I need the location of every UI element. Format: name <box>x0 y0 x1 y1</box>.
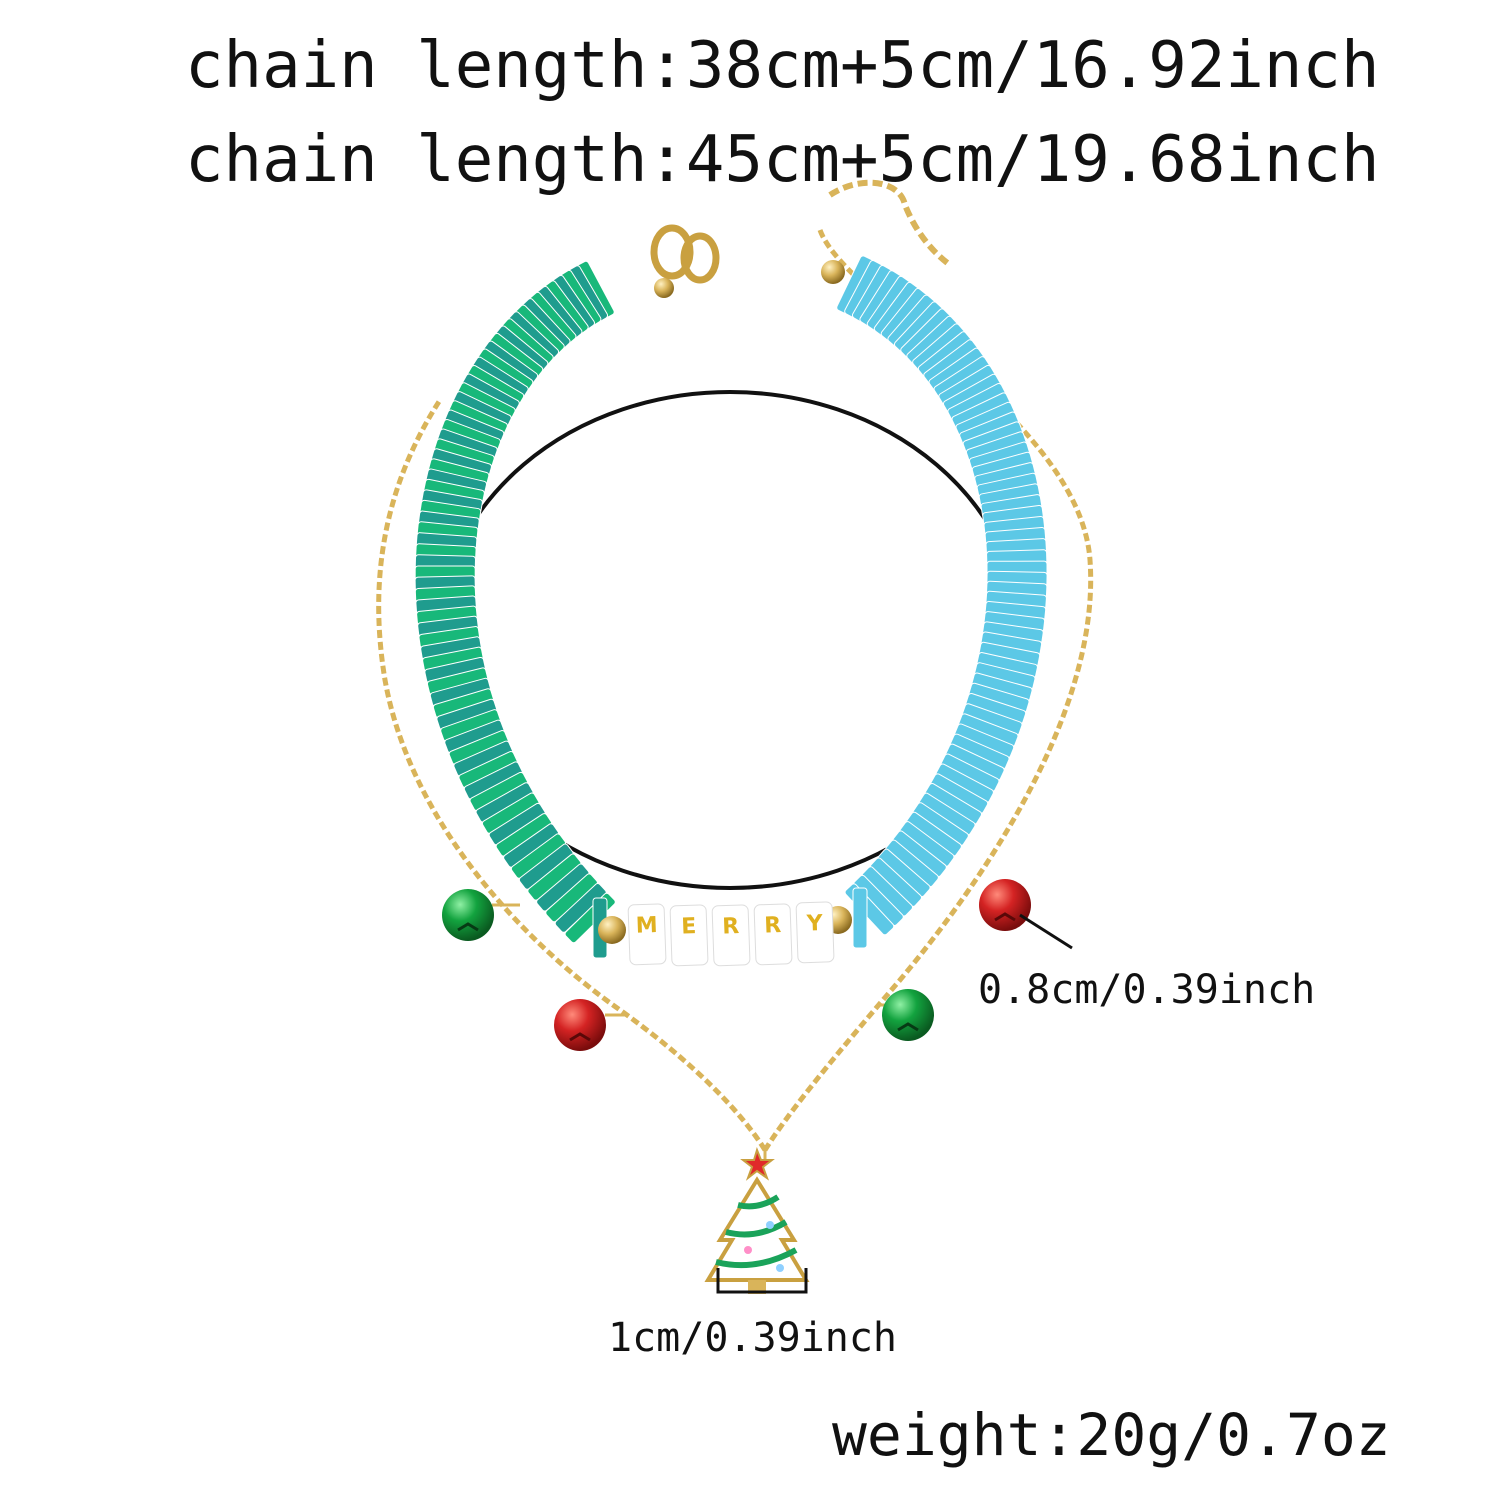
chain-length-text-2: chain length:45cm+5cm/19.68inch <box>185 123 1380 197</box>
green-bell-icon <box>442 889 520 941</box>
red-bell-icon <box>554 999 628 1051</box>
bead-strand <box>414 255 1048 959</box>
letter-bead: M <box>635 913 658 939</box>
heishi-bead <box>852 887 868 949</box>
pendant-size-bracket <box>716 1268 808 1294</box>
red-bell-icon <box>979 879 1031 931</box>
weight-text: weight:20g/0.7oz <box>832 1401 1391 1469</box>
end-bead-icon <box>821 260 845 284</box>
letter-bead: E <box>681 914 697 940</box>
pendant-size-text: 1cm/0.39inch <box>608 1315 897 1361</box>
extender-chain <box>828 179 952 268</box>
bell-size-text: 0.8cm/0.39inch <box>978 967 1316 1013</box>
letter-bead: R <box>764 913 782 939</box>
letter-bead: Y <box>805 911 824 937</box>
chain-length-text-1: chain length:38cm+5cm/16.92inch <box>185 29 1380 103</box>
letter-bead: R <box>722 914 740 940</box>
christmas-tree-pendant-icon <box>704 1145 810 1294</box>
merry-letter-beads: M E R R Y <box>598 901 852 967</box>
lobster-clasp-icon <box>650 224 720 298</box>
bell-size-pointer <box>1019 913 1073 950</box>
green-bell-icon <box>880 989 934 1041</box>
